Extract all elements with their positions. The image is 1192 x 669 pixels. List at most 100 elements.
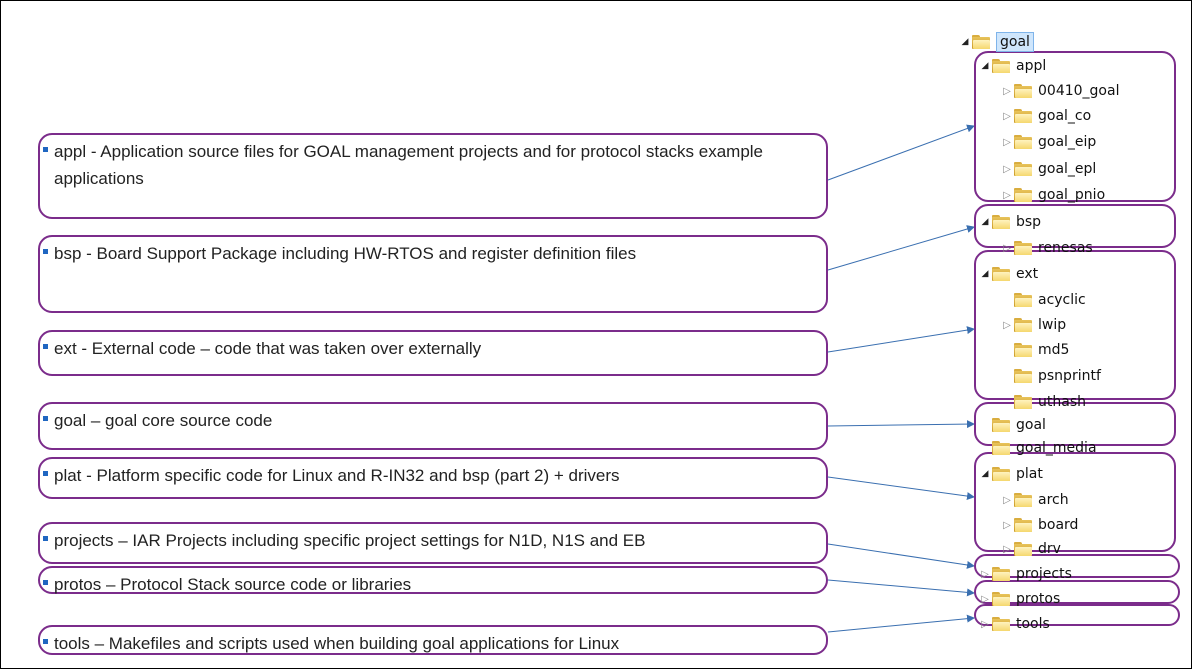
folder-icon bbox=[992, 418, 1010, 432]
folder-icon bbox=[972, 35, 990, 49]
tree-item-label: appl bbox=[1016, 58, 1047, 74]
collapsed-triangle-icon[interactable]: ▷ bbox=[1003, 110, 1011, 122]
tree-item-goal[interactable]: goal bbox=[978, 413, 1046, 437]
tree-item-label: drv bbox=[1038, 541, 1061, 557]
collapsed-triangle-icon[interactable]: ▷ bbox=[1003, 519, 1011, 531]
tree-item-goal-co[interactable]: ▷ goal_co bbox=[1000, 104, 1091, 128]
collapsed-triangle-icon[interactable]: ▷ bbox=[1003, 494, 1011, 506]
folder-icon bbox=[1014, 318, 1032, 332]
tree-item-plat[interactable]: ◢plat bbox=[978, 462, 1043, 486]
folder-icon bbox=[1014, 542, 1032, 556]
collapsed-triangle-icon[interactable]: ▷ bbox=[1003, 85, 1011, 97]
description-box-ext: ext - External code – code that was take… bbox=[38, 330, 828, 376]
folder-icon bbox=[1014, 293, 1032, 307]
tree-item-ext[interactable]: ◢ ext bbox=[978, 262, 1039, 286]
folder-icon bbox=[1014, 162, 1032, 176]
bullet-icon bbox=[43, 471, 48, 476]
bullet-icon bbox=[43, 580, 48, 585]
collapsed-triangle-icon[interactable]: ▷ bbox=[1003, 543, 1011, 555]
connector-arrow bbox=[827, 543, 975, 569]
tree-group-outline bbox=[974, 402, 1176, 446]
collapsed-triangle-icon[interactable]: ▷ bbox=[1003, 319, 1011, 331]
tree-item-renesas[interactable]: ▷renesas bbox=[1000, 236, 1093, 260]
collapsed-triangle-icon[interactable]: ▷ bbox=[981, 568, 989, 580]
bullet-icon bbox=[43, 416, 48, 421]
folder-icon bbox=[992, 592, 1010, 606]
tree-item-label: psnprintf bbox=[1038, 368, 1101, 384]
tree-item-psnprintf[interactable]: psnprintf bbox=[1000, 364, 1101, 388]
tree-item-label: ext bbox=[1016, 266, 1039, 282]
tree-item-label: projects bbox=[1016, 566, 1072, 582]
tree-item-acyclic[interactable]: acyclic bbox=[1000, 288, 1086, 312]
expanded-triangle-icon[interactable]: ◢ bbox=[961, 37, 969, 47]
tree-group-outline bbox=[974, 554, 1180, 578]
tree-group-outline bbox=[974, 604, 1180, 626]
tree-item-00410-goal[interactable]: ▷00410_goal bbox=[1000, 79, 1119, 103]
description-text: tools – Makefiles and scripts used when … bbox=[54, 634, 620, 653]
bullet-icon bbox=[43, 344, 48, 349]
description-text: projects – IAR Projects including specif… bbox=[54, 531, 646, 550]
description-box-plat: plat - Platform specific code for Linux … bbox=[38, 457, 828, 499]
collapsed-triangle-icon[interactable]: ▷ bbox=[1003, 189, 1011, 201]
tree-group-outline bbox=[974, 51, 1176, 202]
folder-icon bbox=[1014, 241, 1032, 255]
tree-item-label: lwip bbox=[1038, 317, 1067, 333]
folder-icon bbox=[992, 567, 1010, 581]
tree-item-goal-epl[interactable]: ▷ goal_epl bbox=[1000, 157, 1096, 181]
expanded-triangle-icon[interactable]: ◢ bbox=[981, 61, 989, 71]
tree-item-label: goal_epl bbox=[1038, 161, 1097, 177]
tree-item-goal-pnio[interactable]: ▷goal_pnio bbox=[1000, 183, 1105, 207]
tree-item-goal[interactable]: ◢ goal bbox=[958, 30, 1034, 54]
tree-item-uthash[interactable]: uthash bbox=[1000, 390, 1086, 414]
tree-item-label: md5 bbox=[1038, 342, 1070, 358]
tree-item-bsp[interactable]: ◢ bsp bbox=[978, 210, 1042, 234]
tree-item-label: tools bbox=[1016, 616, 1050, 632]
bullet-icon bbox=[43, 147, 48, 152]
tree-item-goal-media[interactable]: goal_media bbox=[978, 436, 1097, 460]
collapsed-triangle-icon[interactable]: ▷ bbox=[1003, 242, 1011, 254]
folder-icon bbox=[1014, 493, 1032, 507]
description-text: bsp - Board Support Package including HW… bbox=[54, 244, 637, 263]
expanded-triangle-icon[interactable]: ◢ bbox=[981, 217, 989, 227]
tree-item-label: goal bbox=[996, 32, 1034, 52]
collapsed-triangle-icon[interactable]: ▷ bbox=[981, 618, 989, 630]
tree-item-arch[interactable]: ▷arch bbox=[1000, 488, 1068, 512]
tree-item-appl[interactable]: ◢ appl bbox=[978, 54, 1047, 78]
tree-item-label: protos bbox=[1016, 591, 1061, 607]
collapsed-triangle-icon[interactable]: ▷ bbox=[1003, 136, 1011, 148]
folder-icon bbox=[1014, 369, 1032, 383]
connector-arrow bbox=[827, 225, 975, 271]
tree-item-label: goal_media bbox=[1016, 440, 1097, 456]
bullet-icon bbox=[43, 536, 48, 541]
tree-item-goal-eip[interactable]: ▷goal_eip bbox=[1000, 130, 1096, 154]
tree-item-label: goal_co bbox=[1038, 108, 1092, 124]
connector-arrow bbox=[827, 326, 975, 353]
tree-item-tools[interactable]: ▷ tools bbox=[978, 612, 1050, 636]
tree-group-outline bbox=[974, 580, 1180, 604]
folder-icon bbox=[992, 267, 1010, 281]
description-box-tools: tools – Makefiles and scripts used when … bbox=[38, 625, 828, 655]
connector-arrow bbox=[827, 124, 975, 181]
folder-icon bbox=[1014, 109, 1032, 123]
expanded-triangle-icon[interactable]: ◢ bbox=[981, 469, 989, 479]
tree-item-label: bsp bbox=[1016, 214, 1042, 230]
connector-arrow bbox=[827, 476, 975, 501]
connector-arrow bbox=[827, 614, 975, 633]
bullet-icon bbox=[43, 639, 48, 644]
tree-item-lwip[interactable]: ▷ lwip bbox=[1000, 313, 1066, 337]
tree-item-drv[interactable]: ▷ drv bbox=[1000, 537, 1061, 561]
collapsed-triangle-icon[interactable]: ▷ bbox=[1003, 163, 1011, 175]
description-text: goal – goal core source code bbox=[54, 411, 273, 430]
description-text: plat - Platform specific code for Linux … bbox=[54, 466, 620, 485]
collapsed-triangle-icon[interactable]: ▷ bbox=[981, 593, 989, 605]
tree-item-board[interactable]: ▷board bbox=[1000, 513, 1078, 537]
expanded-triangle-icon[interactable]: ◢ bbox=[981, 269, 989, 279]
description-box-bsp: bsp - Board Support Package including HW… bbox=[38, 235, 828, 313]
folder-icon bbox=[992, 59, 1010, 73]
tree-item-label: acyclic bbox=[1038, 292, 1086, 308]
tree-item-protos[interactable]: ▷ protos bbox=[978, 587, 1060, 611]
tree-item-projects[interactable]: ▷ projects bbox=[978, 562, 1072, 586]
tree-item-md5[interactable]: md5 bbox=[1000, 338, 1069, 362]
tree-group-outline bbox=[974, 250, 1176, 400]
